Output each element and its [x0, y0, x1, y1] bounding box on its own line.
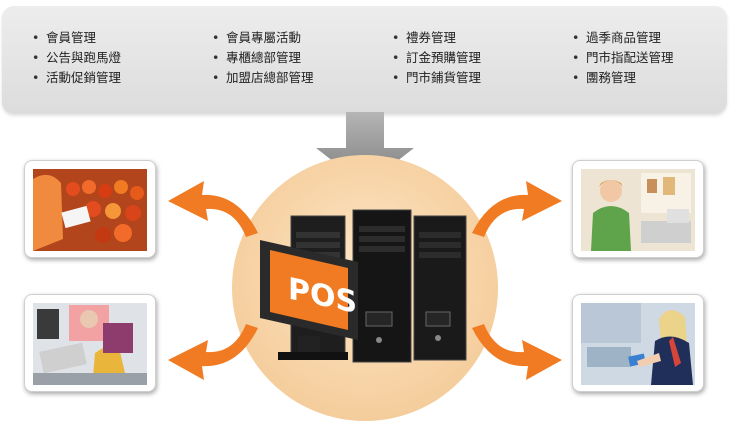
feature-item: 過季商品管理 — [572, 28, 674, 48]
down-arrow-icon — [316, 112, 414, 186]
feature-item: 會員管理 — [32, 28, 121, 48]
feature-column-3: 禮券管理 訂金預購管理 門市鋪貨管理 — [392, 28, 481, 88]
arrow-to-top-right-icon — [472, 181, 562, 237]
feature-column-4: 過季商品管理 門市指配送管理 團務管理 — [572, 28, 674, 88]
arrow-to-bottom-right-icon — [472, 324, 562, 380]
feature-item: 活動促銷管理 — [32, 68, 121, 88]
server-tower-middle — [352, 209, 412, 363]
feature-item: 門市鋪貨管理 — [392, 68, 481, 88]
feature-item: 會員專屬活動 — [212, 28, 314, 48]
feature-item: 專櫃總部管理 — [212, 48, 314, 68]
feature-list-panel: 會員管理 公告與跑馬燈 活動促銷管理 會員專屬活動 專櫃總部管理 加盟店總部管理… — [2, 6, 727, 114]
feature-item: 公告與跑馬燈 — [32, 48, 121, 68]
photo-checkout-counter — [24, 294, 156, 392]
feature-item: 加盟店總部管理 — [212, 68, 314, 88]
photo-fruit-market — [24, 160, 156, 258]
feature-item: 訂金預購管理 — [392, 48, 481, 68]
feature-item: 門市指配送管理 — [572, 48, 674, 68]
feature-column-1: 會員管理 公告與跑馬燈 活動促銷管理 — [32, 28, 121, 88]
photo-card-payment — [572, 294, 704, 392]
feature-item: 團務管理 — [572, 68, 674, 88]
pos-hardware-group: POS — [260, 209, 467, 363]
feature-column-2: 會員專屬活動 專櫃總部管理 加盟店總部管理 — [212, 28, 314, 88]
photo-store-clerk — [572, 160, 704, 258]
arrow-to-top-left-icon — [168, 181, 258, 237]
arrow-to-bottom-left-icon — [168, 324, 258, 380]
feature-item: 禮券管理 — [392, 28, 481, 48]
